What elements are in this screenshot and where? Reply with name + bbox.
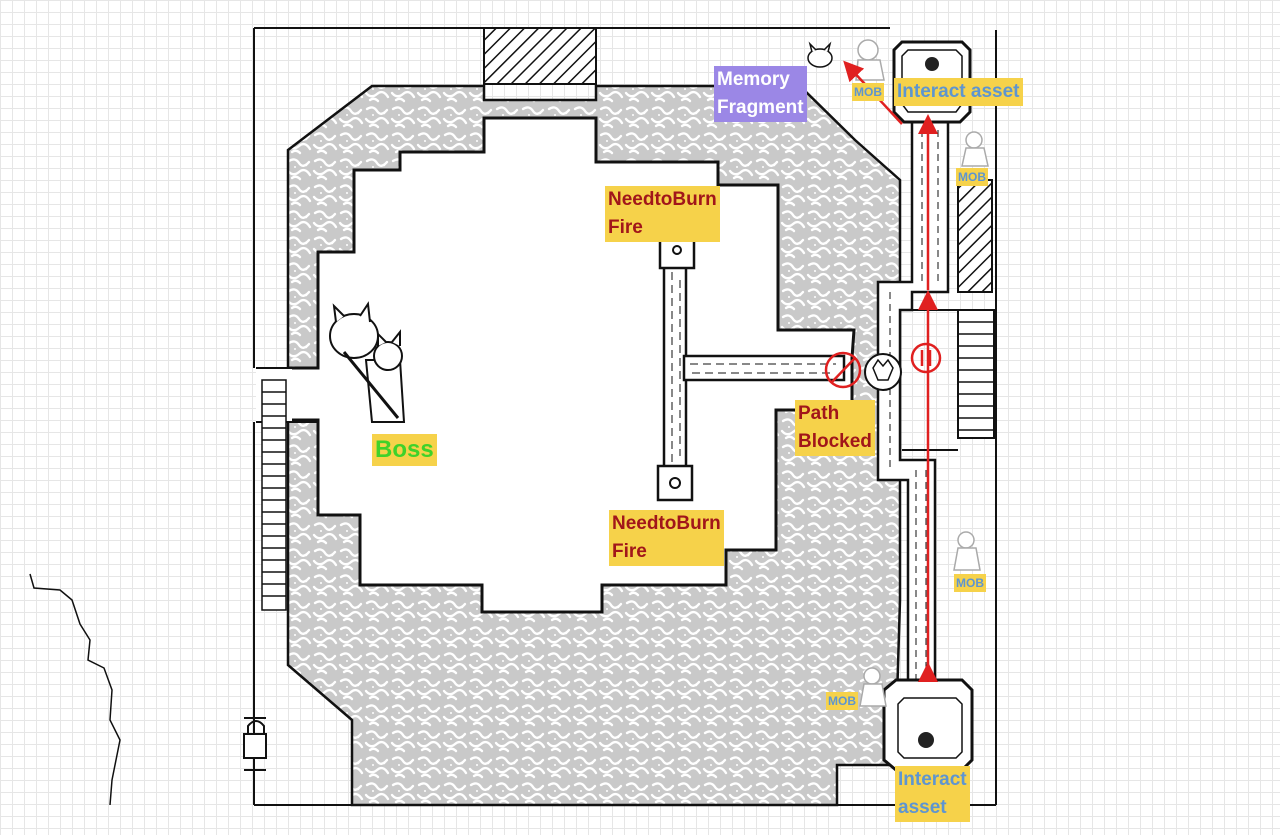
fragment-cat-icon	[807, 41, 833, 68]
mob-label-4: MOB	[826, 692, 858, 710]
lock-icon	[243, 717, 267, 771]
mob-label-2: MOB	[956, 168, 988, 186]
fire-brazier-top	[672, 245, 682, 255]
boss-icon	[329, 301, 406, 423]
mob-label-1: MOB	[852, 83, 884, 101]
pause-marker-icon	[910, 342, 942, 374]
path-blocked-line2: Blocked	[798, 431, 872, 452]
memory-fragment-label: Memory Fragment	[714, 66, 807, 122]
memory-label-line1: Memory	[717, 69, 790, 90]
fire-top-line2: Fire	[608, 217, 643, 238]
mob-icon	[855, 39, 989, 707]
path-blocked-label: Path Blocked	[795, 400, 875, 456]
asset-icon-top	[925, 57, 939, 71]
left-stairs	[256, 367, 318, 611]
fire-bottom-line2: Fire	[612, 541, 647, 562]
interact-asset-bottom-label: Interact asset	[895, 766, 970, 822]
fire-brazier-bottom	[669, 477, 681, 489]
right-stairs	[902, 309, 995, 451]
fire-top-line1: NeedtoBurn	[608, 189, 717, 210]
fire-bottom-line1: NeedtoBurn	[612, 513, 721, 534]
blocked-icon	[824, 351, 902, 391]
asset-icon-bottom	[918, 732, 934, 748]
interact-bottom-line2: asset	[898, 797, 947, 818]
hatched-block-right	[957, 179, 993, 293]
memory-label-line2: Fragment	[717, 97, 804, 118]
interact-asset-top-label: Interact asset	[894, 78, 1023, 106]
boss-label: Boss	[372, 434, 437, 466]
interact-bottom-line1: Interact	[898, 769, 967, 790]
fire-bottom-label: NeedtoBurn Fire	[609, 510, 724, 566]
coastline	[29, 573, 121, 806]
path-blocked-line1: Path	[798, 403, 840, 424]
t-bridge	[656, 232, 846, 502]
fire-top-label: NeedtoBurn Fire	[605, 186, 720, 242]
hatched-block-top	[483, 27, 597, 85]
interact-chamber-bottom	[882, 678, 974, 772]
mob-label-3: MOB	[954, 574, 986, 592]
bridge-cracks	[671, 272, 836, 462]
